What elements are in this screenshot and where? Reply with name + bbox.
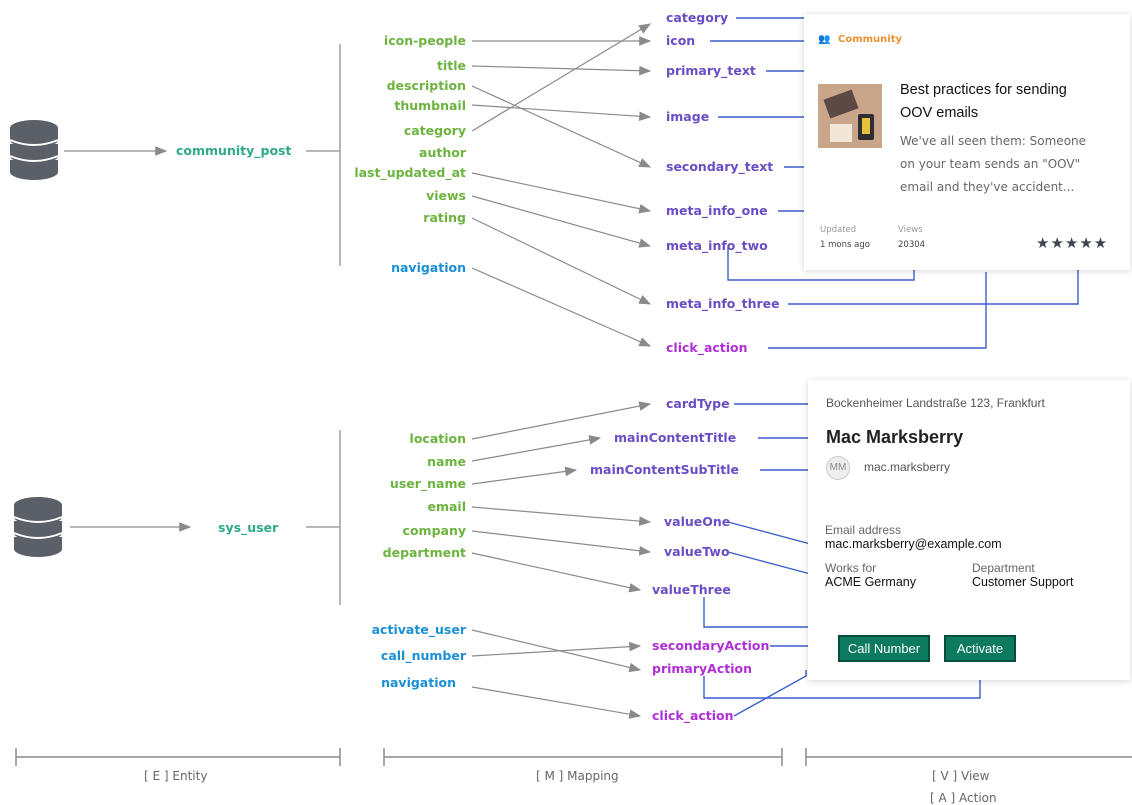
updated-label: Updated	[820, 225, 857, 235]
post-desc-line1: We've all seen them: Someone	[900, 134, 1087, 148]
post-title-line1: Best practices for sending	[900, 82, 1067, 98]
field-label: rating	[423, 210, 466, 225]
field-label: last_updated_at	[354, 165, 466, 180]
mapping-label: secondaryAction	[652, 638, 770, 653]
field-label: title	[437, 58, 466, 73]
axis-view-label: [ V ] View	[932, 769, 990, 783]
works-value: ACME Germany	[825, 575, 916, 589]
mapping-label: category	[666, 10, 729, 25]
updated-value: 1 mons ago	[820, 240, 870, 250]
field-label: description	[386, 78, 466, 93]
mapping-label: meta_info_three	[666, 296, 780, 311]
community-post-card[interactable]: 👥 Community Best practices for sending O…	[804, 14, 1130, 270]
people-icon: 👥	[818, 34, 831, 45]
avatar: MM	[826, 456, 850, 480]
mapping-label: valueOne	[664, 514, 731, 529]
user-name: Mac Marksberry	[826, 427, 964, 447]
mapping-label: mainContentSubTitle	[590, 462, 740, 477]
field-label: name	[427, 454, 466, 469]
mapping-label: meta_info_one	[666, 203, 768, 218]
works-label: Works for	[825, 561, 877, 575]
field-label: author	[419, 145, 466, 160]
database-icon	[9, 120, 59, 180]
activate-button[interactable]: Activate	[944, 635, 1016, 662]
mapping-label: secondary_text	[666, 159, 774, 174]
mapping-label: primary_text	[666, 63, 756, 78]
field-label: views	[426, 188, 466, 203]
address-text: Bockenheimer Landstraße 123, Frankfurt	[826, 396, 1045, 410]
database-icon	[13, 497, 63, 557]
views-value: 20304	[898, 240, 926, 250]
entity-community-post: community_post	[176, 143, 292, 158]
call-number-button[interactable]: Call Number	[838, 635, 930, 662]
axis-mapping-label: [ M ] Mapping	[536, 769, 619, 783]
email-value: mac.marksberry@example.com	[825, 537, 1002, 551]
username-text: mac.marksberry	[864, 460, 951, 474]
field-label: navigation	[391, 260, 466, 275]
field-label: activate_user	[371, 622, 466, 637]
email-label: Email address	[825, 523, 902, 537]
user-card[interactable]: Bockenheimer Landstraße 123, Frankfurt M…	[808, 380, 1130, 680]
department-value: Customer Support	[972, 575, 1074, 589]
field-label: call_number	[380, 648, 466, 663]
mapping-label: click_action	[666, 340, 748, 355]
field-label: department	[382, 545, 466, 560]
entity-sys-user: sys_user	[218, 520, 279, 535]
mapping-label: primaryAction	[652, 661, 752, 676]
axis-entity-label: [ E ] Entity	[144, 769, 208, 783]
post-desc-line3: email and they've accident...	[900, 180, 1075, 194]
mapping-label: icon	[666, 33, 696, 48]
post-desc-line2: on your team sends an "OOV"	[900, 157, 1081, 171]
mapping-label: valueTwo	[664, 544, 730, 559]
field-label: user_name	[389, 476, 466, 491]
axis-action-label: [ A ] Action	[930, 791, 997, 805]
mapping-label: click_action	[652, 708, 734, 723]
field-label: location	[409, 431, 466, 446]
field-label: category	[403, 123, 466, 138]
field-label: email	[427, 499, 466, 514]
post-title-line2: OOV emails	[900, 105, 979, 121]
mapping-label: mainContentTitle	[614, 430, 737, 445]
category-label: Community	[838, 34, 903, 45]
star-rating: ★★★★★	[1036, 234, 1109, 252]
field-label: thumbnail	[394, 98, 466, 113]
post-thumbnail	[818, 84, 882, 148]
views-label: Views	[898, 225, 923, 235]
mapping-label: valueThree	[652, 582, 731, 597]
mapping-label: image	[666, 109, 710, 124]
field-label: navigation	[381, 675, 456, 690]
mapping-label: meta_info_two	[666, 238, 768, 253]
department-label: Department	[972, 561, 1035, 575]
field-label: icon-people	[383, 33, 466, 48]
field-label: company	[402, 523, 466, 538]
mapping-label: cardType	[666, 396, 730, 411]
